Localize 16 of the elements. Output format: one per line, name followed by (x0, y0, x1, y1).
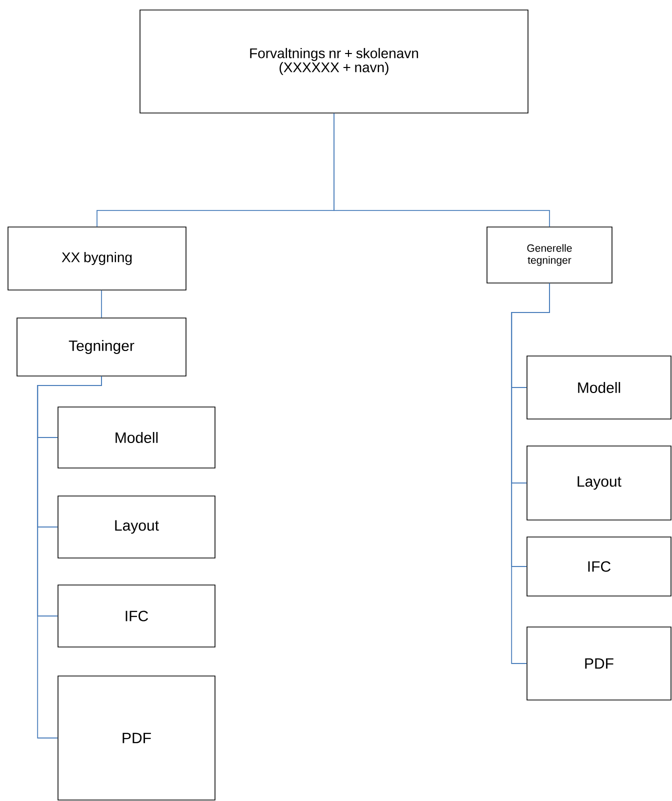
connector-line (101, 290, 102, 318)
connector-line (334, 112, 550, 228)
text-box: PDF (58, 676, 216, 800)
text-box: PDF (526, 626, 672, 700)
text-box: XX bygning (8, 226, 186, 290)
text-box: Modell (526, 356, 672, 420)
connector-line (37, 376, 102, 738)
text-box: IFC (58, 584, 216, 648)
connector-line (511, 282, 550, 664)
text-box: Layout (526, 446, 672, 520)
text-box: Layout (58, 496, 216, 558)
text-box: IFC (526, 536, 672, 596)
text-box: Tegninger (16, 318, 186, 376)
text-box: Generelle tegninger (486, 226, 612, 284)
text-box: Modell (58, 406, 216, 468)
text-box: Forvaltnings nr + skolenavn (XXXXXX + navn) (140, 10, 528, 114)
